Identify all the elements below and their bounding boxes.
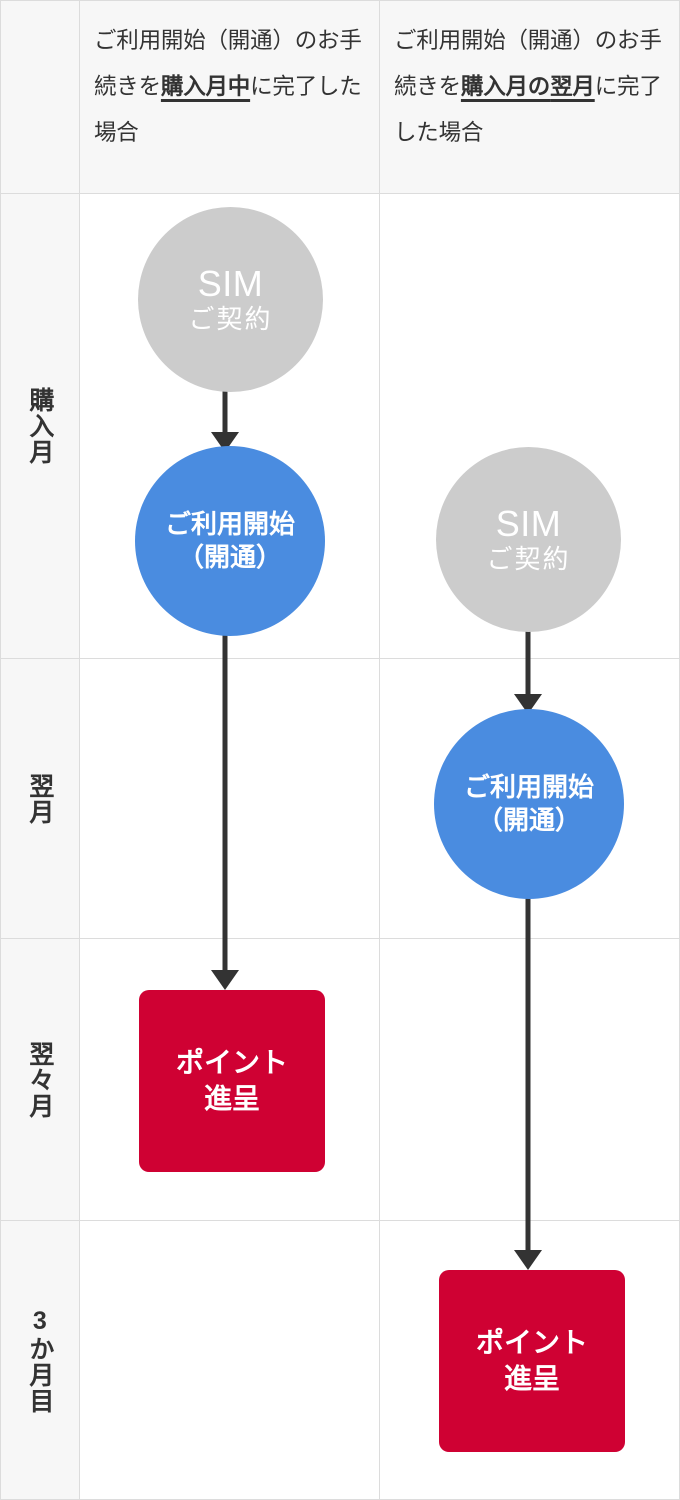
grid-line-col-2 bbox=[379, 0, 380, 1500]
sim-contract-node-col-b: SIM ご契約 bbox=[436, 447, 621, 632]
connector-start-to-point-col-b bbox=[508, 876, 548, 1272]
row-label-text: 3か月目 bbox=[25, 1307, 54, 1414]
point-grant-node-col-a: ポイント 進呈 bbox=[139, 990, 325, 1172]
header-line-2-plain: お手続きを bbox=[94, 28, 362, 99]
row-label-text: 翌月 bbox=[25, 772, 54, 825]
node-line-2: 進呈 bbox=[203, 1083, 260, 1114]
header-line-1: ご利用開始（開通）の bbox=[94, 28, 318, 53]
row-label-third-month: 3か月目 bbox=[0, 1221, 79, 1500]
arrow-head-icon bbox=[211, 970, 239, 990]
node-line-2: 進呈 bbox=[503, 1363, 560, 1394]
point-grant-node-col-b: ポイント 進呈 bbox=[439, 1270, 625, 1452]
header-emphasis-next-month-b: 翌月 bbox=[550, 74, 595, 99]
header-emphasis-next-month-a: 購入月の bbox=[460, 74, 551, 99]
header-text-same-month: ご利用開始（開通）のお手続きを購入月中に完了した場合 bbox=[94, 18, 365, 156]
arrow-head-icon bbox=[514, 1250, 542, 1270]
node-line-1: ご利用開始 bbox=[463, 771, 594, 802]
row-label-text: 購入月 bbox=[25, 387, 54, 465]
row-label-text: 翌々月 bbox=[25, 1040, 54, 1119]
connector-start-to-point-col-a bbox=[205, 614, 245, 992]
node-line-2: （開通） bbox=[476, 805, 581, 835]
connector-shaft bbox=[222, 384, 228, 434]
header-line-3: に完了した場合 bbox=[394, 74, 662, 145]
grid-line-left bbox=[0, 0, 1, 1500]
node-line-1: ポイント bbox=[175, 1046, 288, 1078]
grid-line-header-bottom bbox=[0, 193, 680, 194]
node-line-1: ご利用開始 bbox=[164, 508, 295, 539]
row-label-purchase-month: 購入月 bbox=[0, 194, 79, 658]
grid-line-row-3 bbox=[0, 1220, 680, 1221]
node-line-2: ご契約 bbox=[486, 544, 571, 575]
node-line-1: SIM bbox=[495, 502, 562, 544]
header-text-next-month: ご利用開始（開通）のお手続きを購入月の翌月に完了した場合 bbox=[394, 18, 666, 156]
connector-shaft bbox=[222, 614, 228, 972]
connector-shaft bbox=[525, 876, 531, 1252]
node-line-2: （開通） bbox=[177, 542, 282, 572]
grid-line-col-1 bbox=[79, 0, 80, 1500]
row-label-next-month: 翌月 bbox=[0, 659, 79, 938]
node-line-2: ご契約 bbox=[188, 304, 273, 335]
header-line-1: ご利用開始（開通）の bbox=[394, 28, 618, 53]
grid-line-row-1 bbox=[0, 658, 680, 659]
header-line-2-plain: お手続きを bbox=[394, 28, 662, 99]
header-emphasis-same-month: 購入月中 bbox=[160, 74, 251, 99]
corner-cell bbox=[0, 0, 79, 193]
grid-line-row-2 bbox=[0, 938, 680, 939]
service-start-node-col-a: ご利用開始 （開通） bbox=[135, 446, 325, 636]
row-label-month-after-next: 翌々月 bbox=[0, 939, 79, 1220]
connector-sim-to-start-col-a bbox=[205, 384, 245, 452]
service-start-node-col-b: ご利用開始 （開通） bbox=[434, 709, 624, 899]
connector-shaft bbox=[525, 616, 531, 696]
node-line-1: SIM bbox=[197, 262, 264, 304]
header-cell-same-month: ご利用開始（開通）のお手続きを購入月中に完了した場合 bbox=[80, 0, 379, 193]
sim-contract-node-col-a: SIM ご契約 bbox=[138, 207, 323, 392]
node-line-1: ポイント bbox=[475, 1326, 588, 1358]
header-cell-next-month: ご利用開始（開通）のお手続きを購入月の翌月に完了した場合 bbox=[380, 0, 680, 193]
grid-line-top bbox=[0, 0, 680, 1]
header-line-3: に完了した場合 bbox=[94, 74, 362, 145]
